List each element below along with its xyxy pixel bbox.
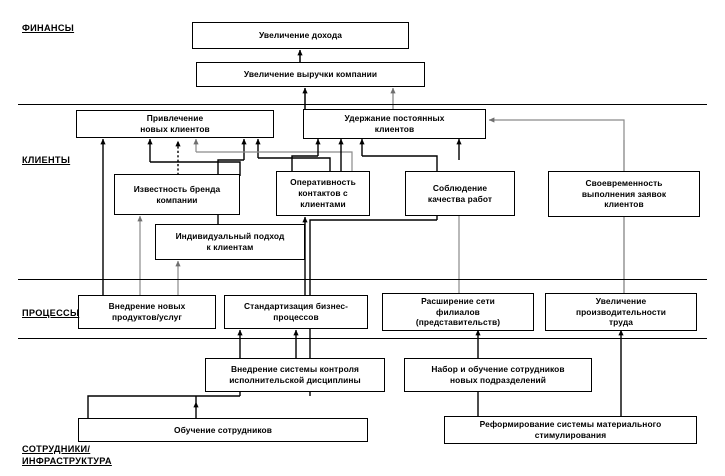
node-labour-productivity[interactable]: Увеличение производительности труда [545,293,697,331]
node-recruit-train-new-units[interactable]: Набор и обучение сотрудников новых подра… [404,358,592,392]
node-timely-order-fulfilment[interactable]: Своевременность выполнения заявок клиент… [548,171,700,217]
node-new-products-services[interactable]: Внедрение новых продуктов/услуг [78,295,216,329]
node-staff-training[interactable]: Обучение сотрудников [78,418,368,442]
perspective-label-processes: ПРОЦЕССЫ [22,308,80,318]
node-standardize-processes[interactable]: Стандартизация бизнес- процессов [224,295,368,329]
divider-clients-processes [18,279,707,280]
node-brand-awareness[interactable]: Известность бренда компании [114,174,240,215]
node-increase-income[interactable]: Увеличение дохода [192,22,409,49]
node-contact-responsiveness[interactable]: Оперативность контактов с клиентами [276,171,370,216]
node-branch-network-expansion[interactable]: Расширение сети филиалов (представительс… [382,293,534,331]
divider-finance-clients [18,104,707,105]
perspective-label-infrastructure: СОТРУДНИКИ/ ИНФРАСТРУКТУРА [22,444,112,466]
node-work-quality-compliance[interactable]: Соблюдение качества работ [405,171,515,216]
perspective-label-clients: КЛИЕНТЫ [22,155,71,165]
perspective-label-finance: ФИНАНСЫ [22,23,75,33]
node-incentive-system-reform[interactable]: Реформирование системы материального сти… [444,416,697,444]
node-retain-regular-clients[interactable]: Удержание постоянных клиентов [303,109,486,139]
node-individual-approach[interactable]: Индивидуальный подход к клиентам [155,224,305,260]
node-increase-revenue[interactable]: Увеличение выручки компании [196,62,425,87]
node-attract-new-clients[interactable]: Привлечение новых клиентов [76,110,274,138]
divider-processes-infra [18,338,707,339]
node-discipline-control-system[interactable]: Внедрение системы контроля исполнительск… [205,358,385,392]
